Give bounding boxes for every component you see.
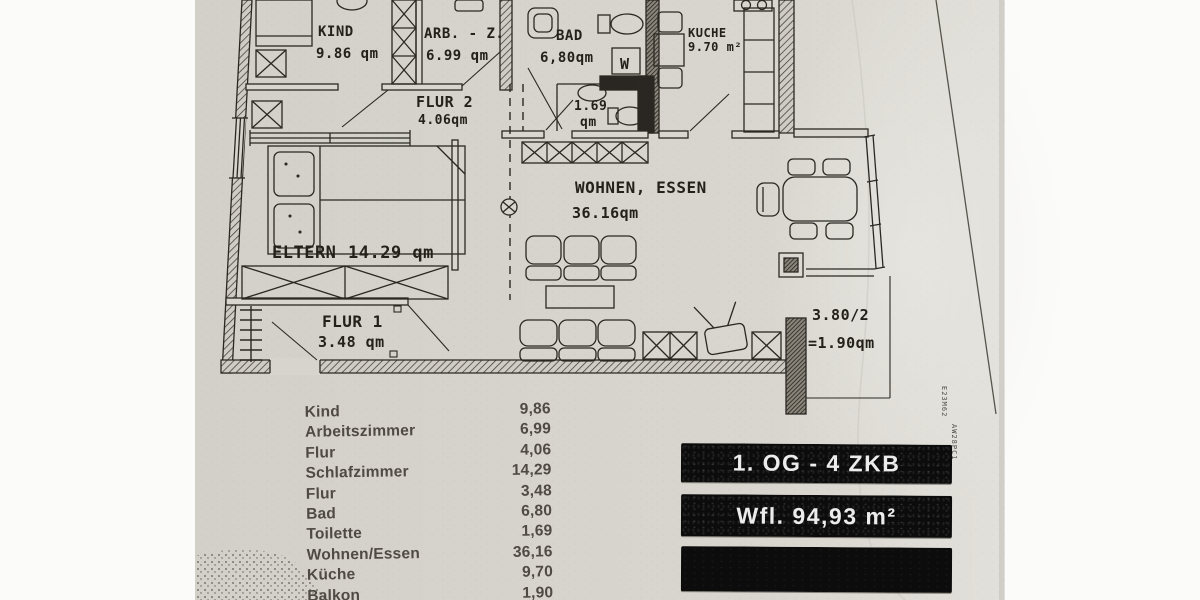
row-value: 1,90 xyxy=(522,583,554,600)
washing-machine-label: W xyxy=(620,55,630,73)
row-label: Wohnen/Essen xyxy=(306,544,421,564)
kind-room-label: KIND xyxy=(318,24,354,40)
toilet-fixtures xyxy=(556,83,645,131)
floor-label: 1. OG - 4 ZKB xyxy=(732,449,901,477)
wohnen-essen-room-area: 36.16qm xyxy=(572,204,639,222)
row-label: Flur xyxy=(305,484,337,503)
flur1-room-label: FLUR 1 xyxy=(322,312,383,331)
kueche-room-area: 9.70 m² xyxy=(688,40,742,54)
room-area-table: Kind 9,86 Arbeitszimmer 6,99 Flur 4,06 Schl… xyxy=(305,399,554,600)
eltern-window-band xyxy=(249,130,411,146)
dining-table xyxy=(782,176,858,222)
arbeitszimmer-room-label: ARB. - Z. xyxy=(424,26,504,42)
row-value: 9,70 xyxy=(521,563,554,581)
scan-code: E23M62 xyxy=(940,386,948,418)
column-marker xyxy=(500,198,518,216)
living-room-furniture xyxy=(519,141,858,362)
row-value: 36,16 xyxy=(512,543,553,561)
arbeitszimmer-furniture xyxy=(391,0,484,85)
wohnen-essen-room-label: WOHNEN, ESSEN xyxy=(575,178,707,197)
kitchen-fixtures xyxy=(653,0,775,133)
floor-label-box: 1. OG - 4 ZKB xyxy=(680,443,953,484)
room-labels: KIND 9.86 qm ARB. - Z. 6.99 qm BAD 6,80q… xyxy=(272,24,875,352)
floor-plan xyxy=(220,0,891,415)
bad-room-area: 6,80qm xyxy=(540,50,594,66)
row-label: Schlafzimmer xyxy=(305,463,409,482)
row-value: 6,80 xyxy=(521,502,553,520)
eltern-room-label: ELTERN xyxy=(272,243,336,263)
table-row: Balkon 1,90 xyxy=(307,583,553,600)
living-room-windows xyxy=(778,134,886,278)
row-label: Arbeitszimmer xyxy=(304,422,416,442)
row-label: Kind xyxy=(304,403,341,421)
row-value: 9,86 xyxy=(519,400,551,418)
eltern-room-area: 14.29 qm xyxy=(348,243,434,263)
dashed-boundary xyxy=(509,84,524,300)
row-value: 3,48 xyxy=(520,481,552,500)
row-label: Toilette xyxy=(306,525,363,544)
redacted-label-box xyxy=(680,546,953,593)
bathroom-fixtures xyxy=(527,7,644,75)
flur1-room-area: 3.48 qm xyxy=(318,333,385,351)
row-value: 6,99 xyxy=(519,420,552,439)
bad-room-label: BAD xyxy=(556,28,583,44)
table-row: Wohnen/Essen 36,16 xyxy=(307,542,553,566)
outer-walls xyxy=(220,0,807,415)
balcony-outline xyxy=(806,276,891,399)
tv-symbol xyxy=(693,301,748,356)
flur2-room-label: FLUR 2 xyxy=(416,93,473,111)
balkon-dimension: 3.80/2 xyxy=(812,306,869,324)
kueche-room-label: KUCHE xyxy=(688,26,727,40)
interior-walls xyxy=(225,0,869,306)
door-swings xyxy=(271,51,730,361)
row-label: Balkon xyxy=(307,586,361,600)
living-area-label-box: Wfl. 94,93 m² xyxy=(680,494,953,538)
table-row: Schlafzimmer 14,29 xyxy=(305,460,551,484)
flur1-radiator xyxy=(240,306,262,362)
row-value: 1,69 xyxy=(521,522,553,541)
eltern-furniture xyxy=(241,145,466,300)
scan-speckle-patch xyxy=(195,549,332,600)
row-value: 14,29 xyxy=(511,461,552,480)
toilette-area-value: 1.69 xyxy=(574,99,607,114)
kind-furniture xyxy=(251,0,368,129)
paper-edge-shadow xyxy=(999,0,1004,600)
balcony-pillar xyxy=(785,317,807,415)
row-label: Bad xyxy=(306,505,337,523)
toilette-area-unit: qm xyxy=(580,115,597,130)
scan-code: AW28PC1 xyxy=(950,424,958,461)
sheet-border-line xyxy=(935,0,997,415)
balkon-area: =1.90qm xyxy=(808,334,875,352)
row-label: Küche xyxy=(306,566,356,584)
row-value: 4,06 xyxy=(520,441,552,459)
living-area-label: Wfl. 94,93 m² xyxy=(736,502,897,529)
chimney-symbol xyxy=(783,257,799,273)
kind-room-area: 9.86 qm xyxy=(316,46,379,62)
row-label: Flur xyxy=(305,444,336,462)
washing-machine-symbol xyxy=(611,47,641,75)
flur2-room-area: 4.06qm xyxy=(418,113,468,128)
arbeitszimmer-room-area: 6.99 qm xyxy=(426,48,489,64)
